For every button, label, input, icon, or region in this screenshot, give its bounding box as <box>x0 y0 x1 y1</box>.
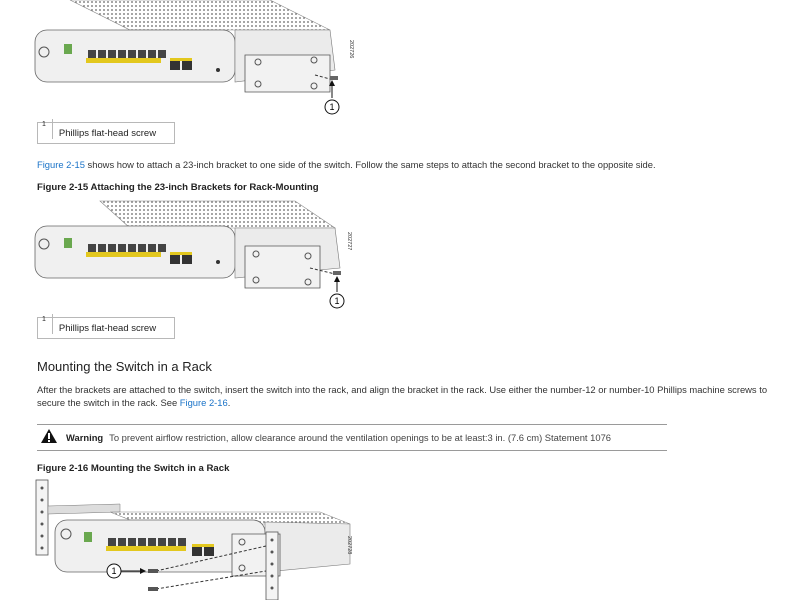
figure-2-16-callout: 1 <box>111 566 116 576</box>
legend-text: Phillips flat-head screw <box>58 322 157 334</box>
legend-number: 1 <box>38 119 53 139</box>
legend-text: Phillips flat-head screw <box>58 127 157 139</box>
figure-top-image-id: 202726 <box>348 40 354 58</box>
warning-rule-bottom <box>37 450 667 451</box>
warning-label: Warning <box>66 431 104 443</box>
paragraph-1-text: shows how to attach a 23-inch bracket to… <box>84 159 656 170</box>
paragraph-figure-2-15-intro: Figure 2-15 shows how to attach a 23-inc… <box>37 159 777 172</box>
figure-2-15-title: Figure 2-15 Attaching the 23-inch Bracke… <box>37 182 319 193</box>
figure-2-16-title: Figure 2-16 Mounting the Switch in a Rac… <box>37 463 230 474</box>
paragraph-mounting: After the brackets are attached to the s… <box>37 384 782 409</box>
figure-top-legend: 1 Phillips flat-head screw <box>37 119 175 144</box>
figure-2-15-legend: 1 Phillips flat-head screw <box>37 314 175 339</box>
warning-icon <box>40 428 58 446</box>
section-heading: Mounting the Switch in a Rack <box>37 359 212 374</box>
warning-text: To prevent airflow restriction, allow cl… <box>109 431 611 443</box>
warning-rule-top <box>37 424 667 425</box>
paragraph-2-text: After the brackets are attached to the s… <box>37 384 768 408</box>
paragraph-2-end: . <box>227 396 231 408</box>
figure-2-15-link[interactable]: Figure 2-15 <box>37 159 85 170</box>
warning-block: Warning To prevent airflow restriction, … <box>40 427 670 447</box>
figure-2-15-callout: 1 <box>334 296 339 306</box>
figure-2-15-illustration: 1 202727 <box>30 196 360 312</box>
figure-2-16-link[interactable]: Figure 2-16 <box>179 396 228 408</box>
figure-top-callout: 1 <box>329 102 334 112</box>
figure-2-15-image-id: 202727 <box>346 232 352 250</box>
legend-number: 1 <box>38 314 53 334</box>
figure-2-16-illustration: 1 202728 <box>30 476 360 600</box>
figure-2-16-image-id: 202728 <box>346 536 352 554</box>
figure-top-illustration: 1 202726 <box>30 0 360 118</box>
